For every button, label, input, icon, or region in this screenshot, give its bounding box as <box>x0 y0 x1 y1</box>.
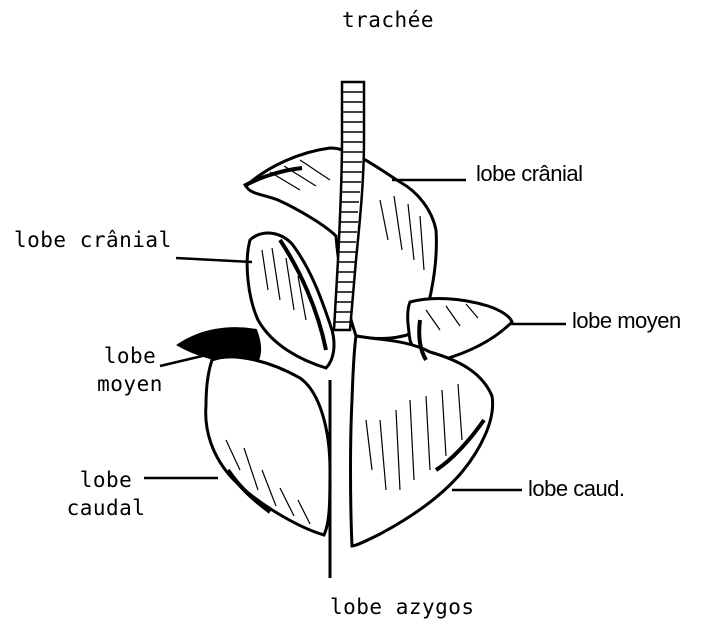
trachea-label: trachée <box>340 10 436 31</box>
right-caudal-lobe <box>351 336 493 546</box>
left-middle-label-line2: moyen <box>90 370 170 398</box>
left-middle-label: lobe moyen <box>90 342 170 399</box>
left-caudal-label-line2: caudal <box>56 494 156 522</box>
right-caudal-label: lobe caud. <box>528 478 625 500</box>
left-caudal-label: lobe caudal <box>56 466 156 523</box>
left-caudal-label-line1: lobe <box>56 466 156 494</box>
left-cranial-label: lobe crânial <box>14 230 172 251</box>
right-cranial-label: lobe crânial <box>476 163 583 185</box>
azygos-label: lobe azygos <box>330 597 475 618</box>
left-middle-label-line1: lobe <box>90 342 170 370</box>
right-middle-label: lobe moyen <box>572 310 681 332</box>
